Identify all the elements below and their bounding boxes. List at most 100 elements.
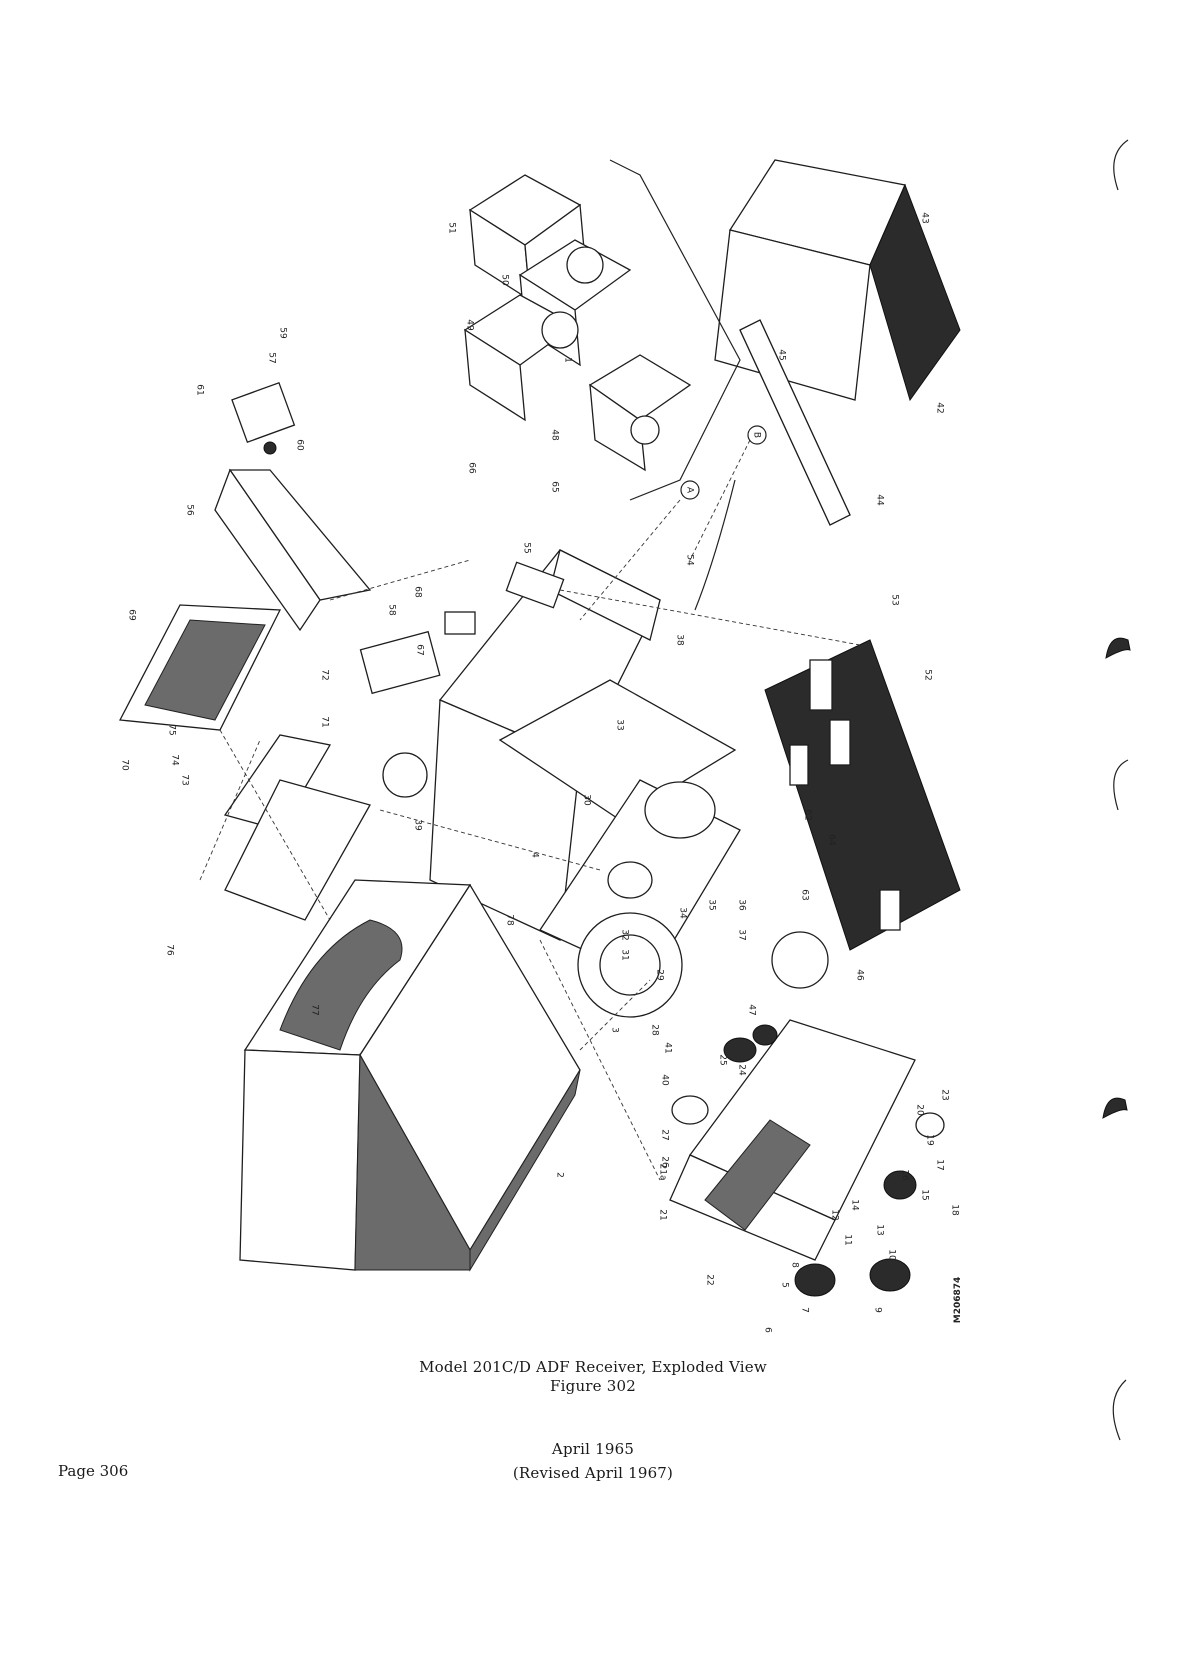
part-callout: 21a bbox=[658, 1164, 668, 1181]
part-callout: 38 bbox=[675, 634, 685, 646]
part-callout: 44 bbox=[875, 494, 885, 506]
part-callout: A bbox=[685, 487, 695, 494]
part-callout: 12 bbox=[830, 1209, 840, 1220]
circuit-board-52 bbox=[764, 639, 961, 951]
part-callout: 33 bbox=[615, 719, 625, 730]
revision-date: (Revised April 1967) bbox=[512, 1464, 674, 1482]
part-callout: 63 bbox=[800, 889, 810, 900]
part-callout: 10 bbox=[887, 1249, 897, 1261]
part-callout: 71 bbox=[320, 716, 330, 727]
part-callout: 51 bbox=[447, 222, 457, 233]
part-callout: 43 bbox=[920, 212, 930, 223]
part-callout: 22 bbox=[705, 1274, 715, 1285]
part-callout: 76 bbox=[165, 944, 175, 956]
part-callout: 41 bbox=[663, 1042, 673, 1053]
part-callout: 50 bbox=[500, 274, 510, 286]
part-callout: 60 bbox=[295, 439, 305, 451]
part-callout: 61 bbox=[195, 384, 205, 395]
part-callout: 3 bbox=[610, 1027, 620, 1033]
part-callout: 2 bbox=[555, 1172, 565, 1178]
part-callout: 74 bbox=[170, 754, 180, 766]
part-callout: 26 bbox=[660, 1156, 670, 1168]
part-callout: 49 bbox=[465, 319, 475, 331]
part-callout: 77 bbox=[310, 1004, 320, 1015]
part-callout: 29 bbox=[655, 969, 665, 981]
part-callout: 78 bbox=[505, 914, 515, 926]
if-modules bbox=[463, 174, 692, 472]
part-callout: 66 bbox=[467, 462, 477, 474]
part-callout: 31 bbox=[620, 949, 630, 960]
outer-case bbox=[239, 879, 581, 1272]
part-callout: 28 bbox=[650, 1024, 660, 1036]
part-callout: 36 bbox=[737, 899, 747, 911]
part-callout: 47 bbox=[747, 1004, 757, 1015]
part-callout: 64 bbox=[827, 834, 837, 846]
drawing-number: M206874 bbox=[953, 1277, 963, 1324]
part-callout: 73 bbox=[180, 774, 190, 785]
part-callout: 67 bbox=[415, 644, 425, 655]
part-callout: 8 bbox=[790, 1262, 800, 1268]
figure-number: Figure 302 bbox=[550, 1377, 636, 1395]
part-callout: 14 bbox=[850, 1199, 860, 1211]
reference-circle bbox=[680, 480, 700, 500]
part-callout: 6 bbox=[763, 1327, 773, 1333]
part-callout: 65 bbox=[550, 481, 560, 492]
upper-left-parts bbox=[118, 381, 476, 921]
part-callout: 52 bbox=[923, 669, 933, 680]
part-callout: 70 bbox=[120, 759, 130, 771]
part-callout: 75 bbox=[167, 724, 177, 735]
cover-42 bbox=[714, 159, 961, 526]
part-callout: 27 bbox=[660, 1129, 670, 1140]
part-callout: 35 bbox=[707, 899, 717, 910]
part-callout: 42 bbox=[935, 402, 945, 413]
front-panel-21 bbox=[577, 912, 916, 1261]
part-callout: 58 bbox=[387, 604, 397, 616]
assembly-lines bbox=[199, 159, 861, 1181]
part-callout: 20 bbox=[915, 1104, 925, 1116]
part-callout: 18 bbox=[950, 1204, 960, 1216]
part-callout: 37 bbox=[737, 929, 747, 940]
part-callout: 59 bbox=[278, 327, 288, 339]
reference-circle bbox=[747, 425, 767, 445]
part-callout: 46 bbox=[855, 969, 865, 981]
page-number: Page 306 bbox=[58, 1462, 129, 1480]
part-callout: 56 bbox=[185, 504, 195, 516]
part-callout: 30 bbox=[582, 794, 592, 806]
part-callout: 21 bbox=[658, 1209, 668, 1220]
part-callout: 39 bbox=[413, 819, 423, 831]
part-callout: 34 bbox=[678, 907, 688, 919]
part-callout: 24 bbox=[737, 1064, 747, 1076]
part-callout: 11 bbox=[843, 1234, 853, 1245]
part-callout: 15 bbox=[920, 1189, 930, 1200]
part-callout: 48 bbox=[550, 429, 560, 441]
part-callout: 54 bbox=[685, 554, 695, 566]
part-callout: 57 bbox=[267, 352, 277, 363]
figure-caption: Model 201C/D ADF Receiver, Exploded View bbox=[419, 1358, 767, 1376]
issue-date: April 1965 bbox=[551, 1440, 635, 1458]
part-callout: B bbox=[752, 432, 762, 438]
binder-holes bbox=[1102, 139, 1131, 1441]
part-callout: 68 bbox=[413, 586, 423, 598]
part-callout: 53 bbox=[890, 594, 900, 605]
part-callout: 16 bbox=[900, 1169, 910, 1181]
part-callout: 23 bbox=[940, 1089, 950, 1100]
part-callout: 9 bbox=[873, 1307, 883, 1313]
part-callout: 72 bbox=[320, 669, 330, 680]
part-callout: 4 bbox=[530, 852, 540, 858]
part-callout: 45 bbox=[777, 349, 787, 360]
part-callout: 25 bbox=[718, 1054, 728, 1065]
part-callout: 55 bbox=[522, 542, 532, 553]
part-callout: 5 bbox=[780, 1282, 790, 1288]
part-callout: 40 bbox=[660, 1074, 670, 1086]
part-callout: 13 bbox=[875, 1224, 885, 1235]
part-callout: 19 bbox=[925, 1134, 935, 1146]
part-callout: 69 bbox=[127, 609, 137, 621]
knobs bbox=[671, 1024, 945, 1297]
chassis-frame bbox=[429, 549, 741, 981]
part-callout: 7 bbox=[800, 1307, 810, 1313]
part-callout: 17 bbox=[935, 1159, 945, 1170]
part-callout: 32 bbox=[620, 929, 630, 940]
part-callout: 62 bbox=[803, 809, 813, 820]
